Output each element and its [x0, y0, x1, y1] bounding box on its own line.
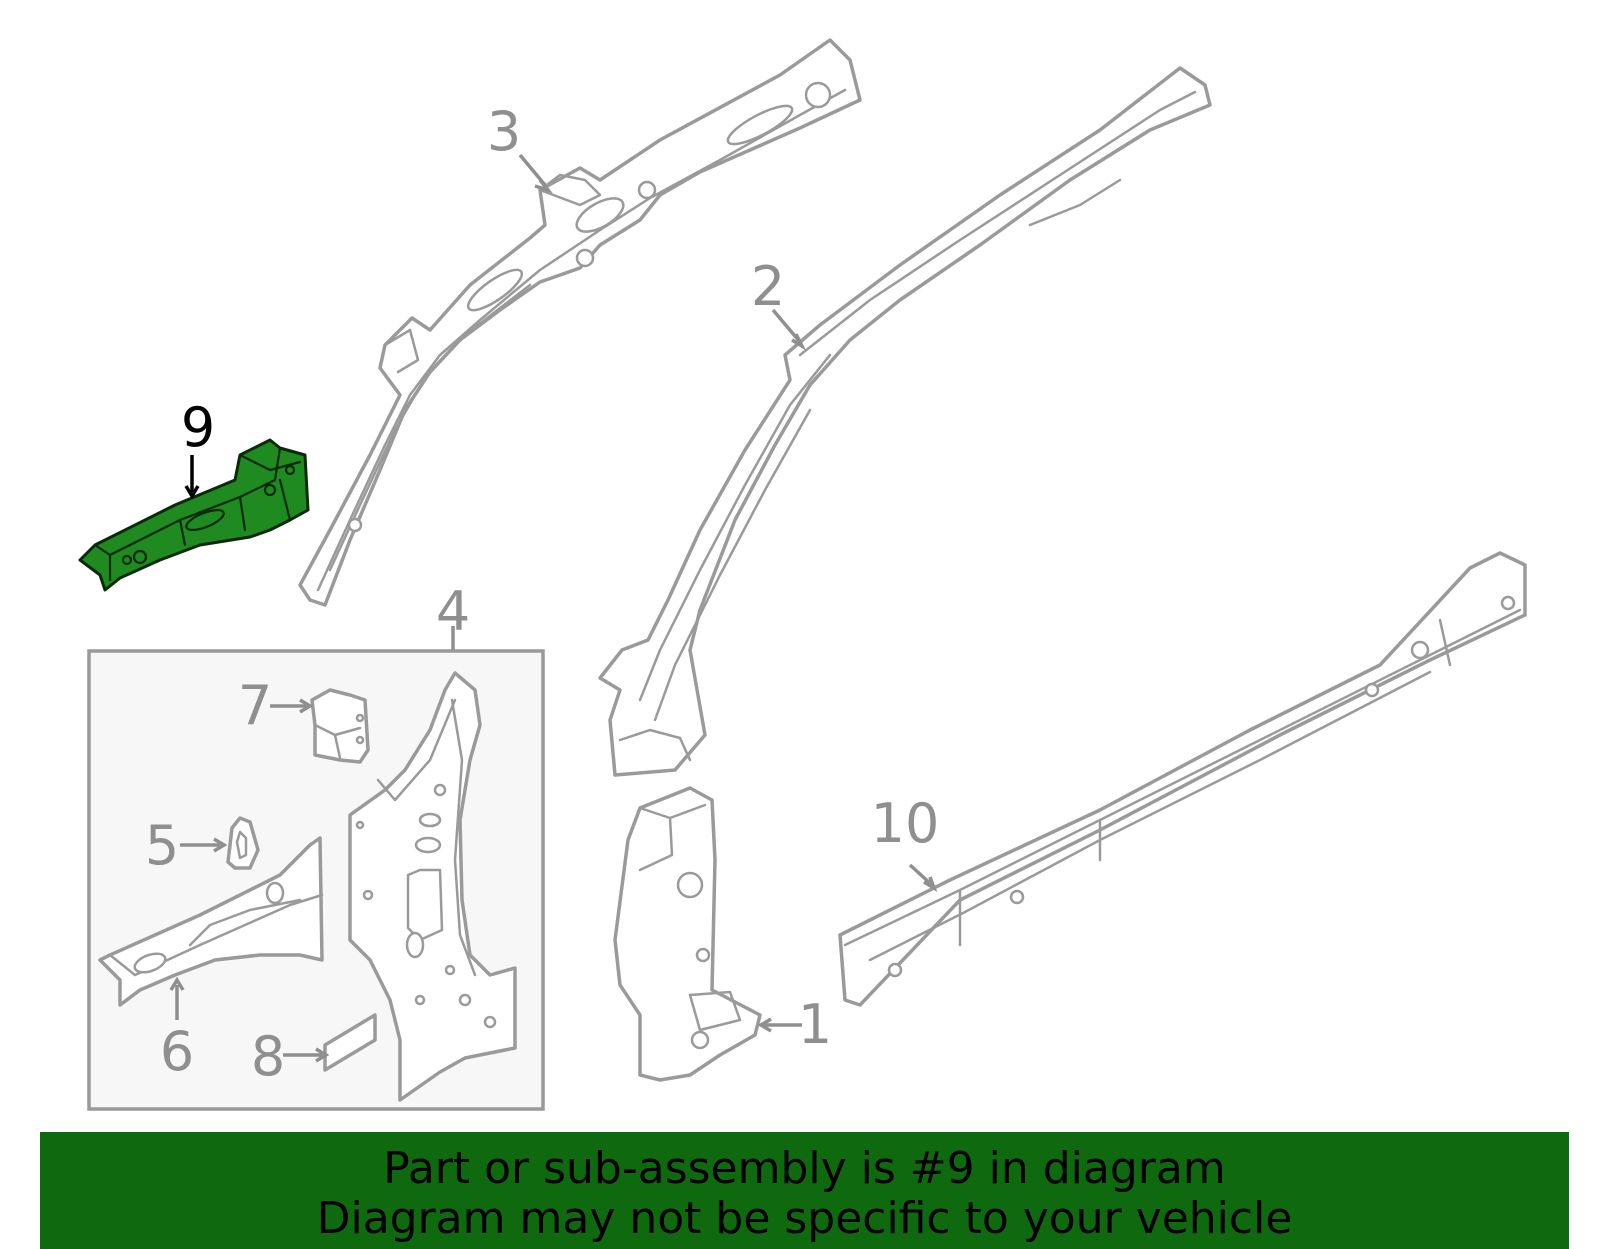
part-7-bracket[interactable]: [310, 688, 370, 764]
callout-8: 8: [251, 1025, 285, 1088]
callout-3: 3: [487, 100, 521, 163]
callout-4: 4: [436, 580, 470, 643]
callout-5: 5: [145, 814, 179, 877]
part-9-highlighted[interactable]: [78, 438, 310, 592]
callout-9: 9: [181, 396, 215, 459]
part-10-rocker-panel[interactable]: [838, 551, 1527, 1007]
part-4-inner-panel[interactable]: [348, 671, 517, 1102]
callout-1: 1: [798, 993, 832, 1056]
callout-6: 6: [160, 1020, 194, 1083]
banner-line-1: Part or sub-assembly is #9 in diagram: [383, 1143, 1226, 1194]
part-5-clip[interactable]: [226, 816, 260, 870]
part-3-roof-rail[interactable]: [298, 38, 862, 607]
callout-2: 2: [751, 255, 785, 318]
info-banner: Part or sub-assembly is #9 in diagram Di…: [40, 1132, 1569, 1249]
part-2-roof-rail-inner[interactable]: [598, 66, 1212, 777]
leader-lines: [169, 153, 938, 1063]
part-1-pillar-lower[interactable]: [613, 786, 762, 1082]
part-8-pad[interactable]: [323, 1013, 377, 1072]
banner-line-2: Diagram may not be specific to your vehi…: [316, 1193, 1293, 1244]
callout-10: 10: [871, 792, 940, 855]
part-6-bracket[interactable]: [98, 836, 324, 1007]
callout-7: 7: [238, 674, 272, 737]
